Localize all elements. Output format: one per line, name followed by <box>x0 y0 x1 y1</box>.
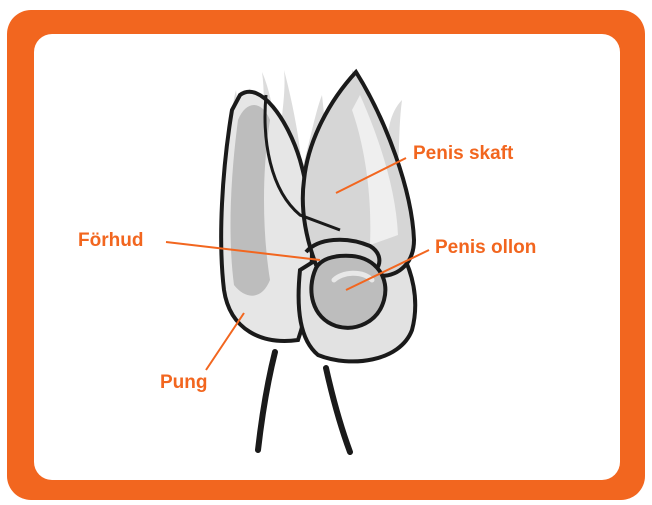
label-penis-shaft: Penis skaft <box>413 144 513 163</box>
legs <box>258 352 350 452</box>
penis-glans <box>311 256 385 328</box>
pointer-scrotum <box>206 313 244 370</box>
label-scrotum: Pung <box>160 373 208 392</box>
label-penis-glans: Penis ollon <box>435 238 536 257</box>
label-foreskin: Förhud <box>78 231 143 250</box>
